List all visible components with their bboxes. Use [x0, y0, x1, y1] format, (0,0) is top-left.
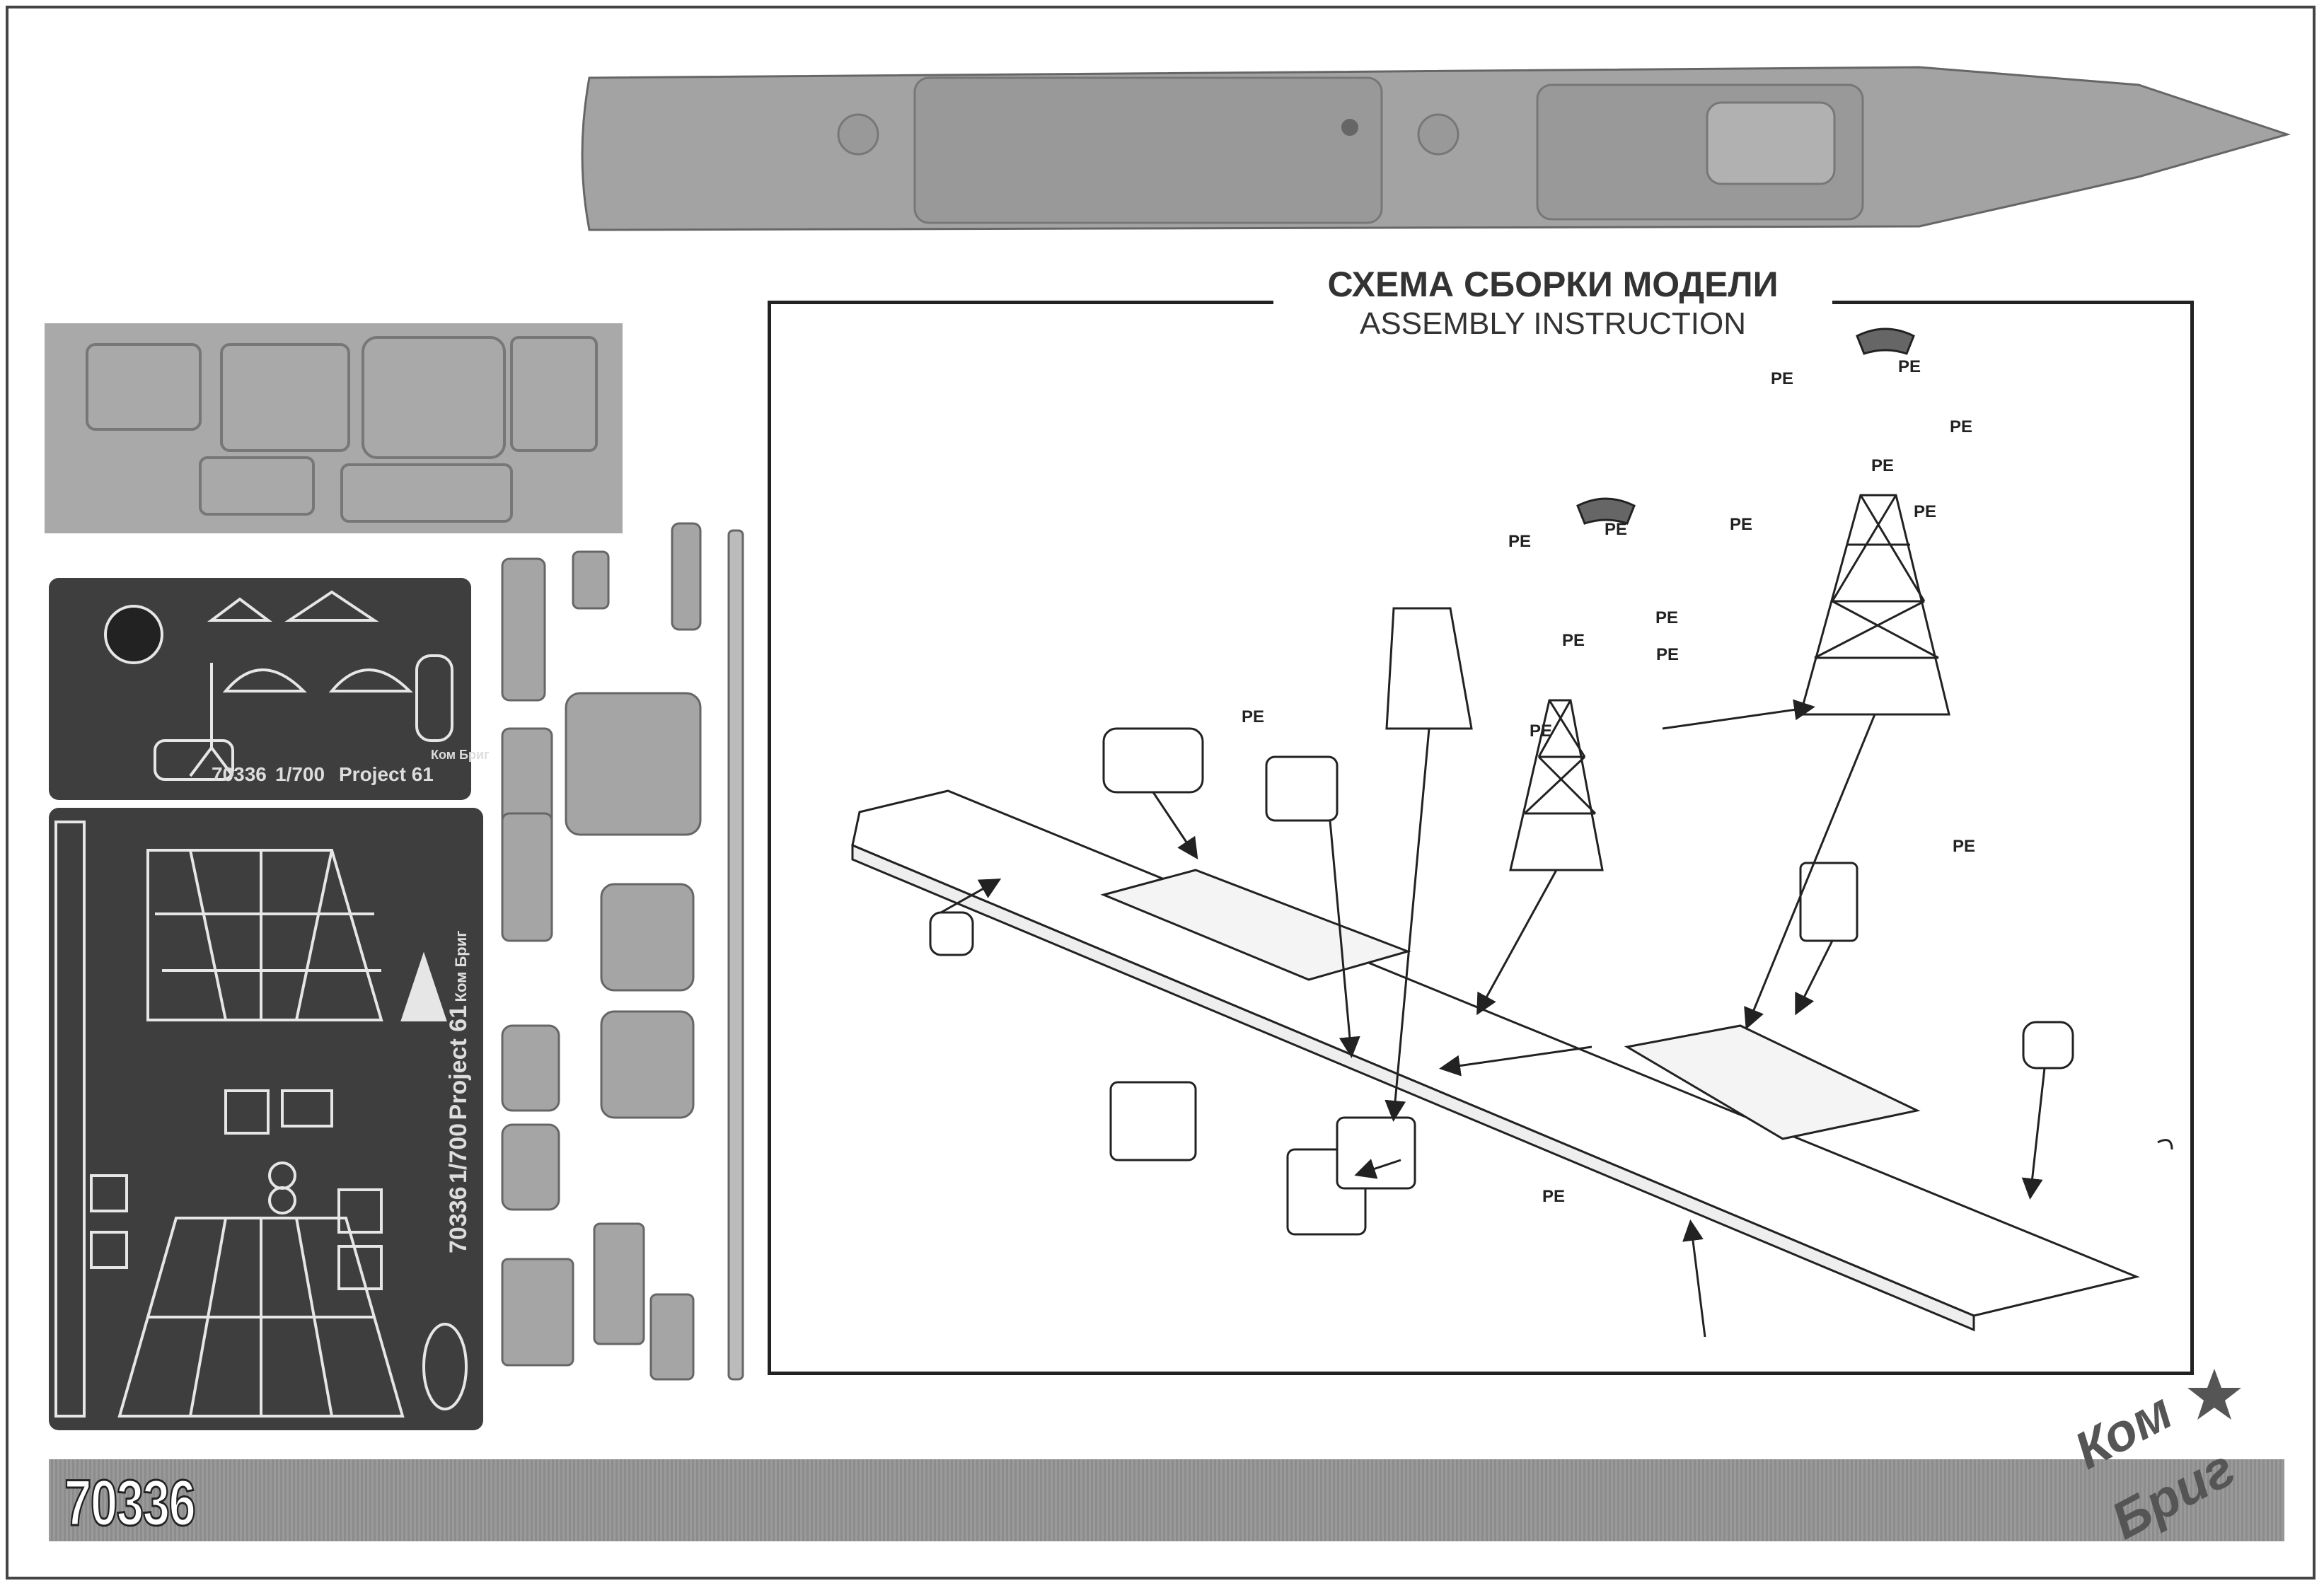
pe-label: PE	[1953, 837, 1976, 856]
pe-sheet-name: Project 61	[445, 1004, 472, 1120]
pe-label: PE	[1508, 532, 1532, 551]
pe-label: PE	[1605, 520, 1628, 539]
pe-sheet-code: 70336	[445, 1186, 472, 1253]
pe-label: PE	[1242, 707, 1265, 726]
kombrig-logo: Ком Бриг	[2065, 1365, 2278, 1556]
pe-label: PE	[1898, 357, 1921, 376]
pe-sheet-brand: Ком Бриг	[431, 748, 490, 762]
pe-label: PE	[1656, 645, 1680, 664]
photo-etch-sheet-large: 70336 1/700 Project 61 Ком Бриг	[49, 808, 483, 1430]
pe-sheet-vertical-label: 70336 1/700 Project 61 Ком Бриг	[445, 829, 473, 1253]
pe-label: PE	[1730, 515, 1753, 534]
title-russian: СХЕМА СБОРКИ МОДЕЛИ	[1327, 265, 1779, 304]
pe-sheet-brand: Ком Бриг	[452, 930, 470, 1002]
pe-sheet-code: 70336	[212, 763, 267, 785]
resin-parts	[501, 522, 744, 1381]
pe-label: PE	[1771, 369, 1794, 388]
deck-parts-photo	[45, 323, 623, 533]
star-icon	[2187, 1369, 2241, 1420]
pe-label: PE	[1871, 456, 1895, 475]
page-border	[6, 6, 2316, 1580]
assembly-title: СХЕМА СБОРКИ МОДЕЛИ ASSEMBLY INSTRUCTION	[1273, 263, 1832, 342]
hull-deck	[851, 789, 2140, 1317]
photo-etch-sheet-small: 70336 1/700 Project 61 Ком Бриг	[49, 578, 490, 800]
pe-sheet-scale: 1/700	[445, 1123, 472, 1183]
title-english: ASSEMBLY INSTRUCTION	[1359, 306, 1747, 341]
footer-bar: 70336	[49, 1459, 2284, 1541]
assembly-drawing	[851, 328, 2173, 1338]
pe-label: PE	[1562, 631, 1585, 650]
hull-photo	[581, 66, 2291, 231]
pe-label: PE	[1950, 417, 1973, 436]
kit-number: 70336	[64, 1466, 197, 1541]
fore-mast	[1509, 699, 1604, 871]
pe-sheet-name: Project 61	[339, 763, 434, 785]
pe-label: PE	[1542, 1187, 1566, 1206]
pe-label: PE	[1914, 502, 1937, 521]
pe-sheet-scale: 1/700	[275, 763, 325, 785]
pe-label: PE	[1655, 608, 1679, 627]
pe-label: PE	[1530, 721, 1553, 741]
main-mast	[1799, 494, 1950, 716]
